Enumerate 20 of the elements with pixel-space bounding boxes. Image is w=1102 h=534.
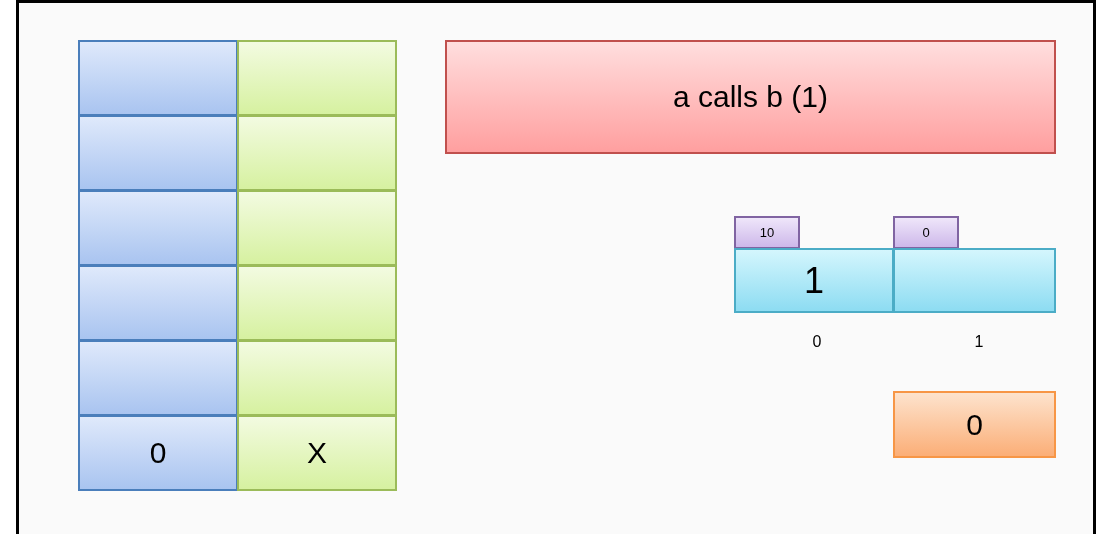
stack-cell xyxy=(237,265,397,341)
title-box: a calls b (1) xyxy=(445,40,1056,154)
stack-cell xyxy=(78,115,238,191)
stack-cell xyxy=(237,40,397,116)
tag-box: 10 xyxy=(734,216,800,249)
stack-cell xyxy=(78,340,238,416)
stack-cell: 0 xyxy=(78,415,238,491)
index-label: 0 xyxy=(812,333,822,351)
stack-cell xyxy=(78,265,238,341)
stack-cell: X xyxy=(237,415,397,491)
stack-cell xyxy=(237,190,397,266)
stack-cell xyxy=(78,190,238,266)
array-cell: 1 xyxy=(734,248,894,313)
array-cell xyxy=(893,248,1056,313)
index-label: 1 xyxy=(974,333,984,351)
stack-cell xyxy=(78,40,238,116)
stack-cell xyxy=(237,340,397,416)
stack-cell xyxy=(237,115,397,191)
tag-box: 0 xyxy=(893,216,959,249)
value-box: 0 xyxy=(893,391,1056,458)
